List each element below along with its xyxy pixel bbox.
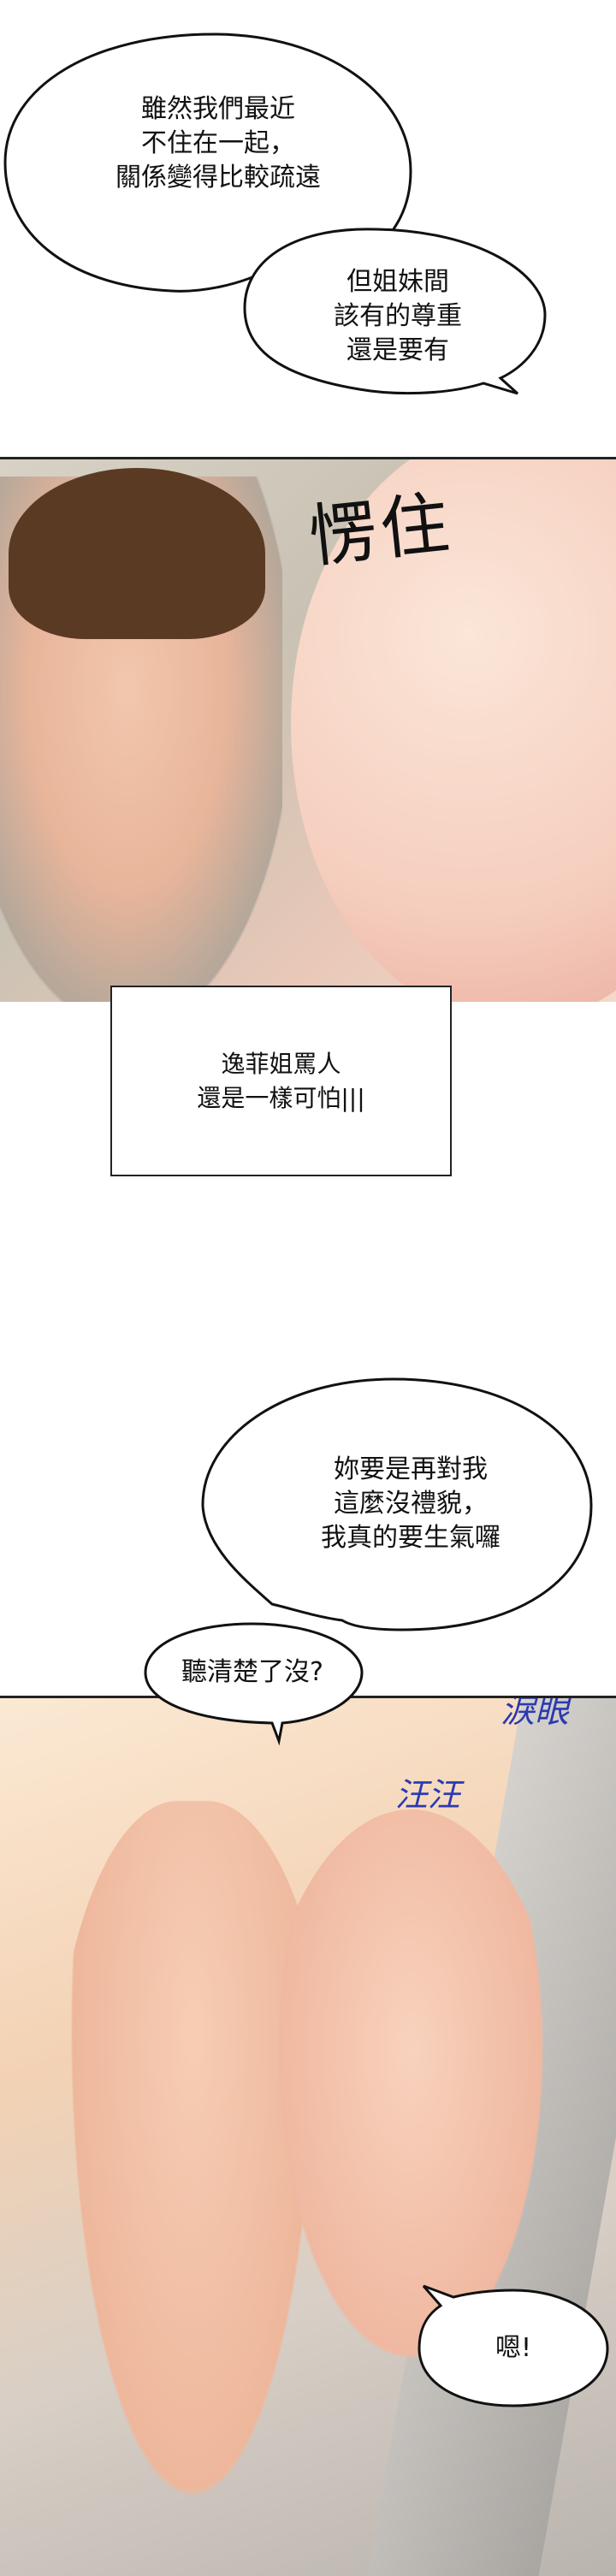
sound-effect-stunned: 愣住 — [305, 483, 457, 577]
speech-bubble-3-text: 妳要是再對我 這麼沒禮貌， 我真的要生氣囉 — [321, 1454, 500, 1553]
foreground-shape — [291, 459, 616, 1002]
speech-bubble-1-text: 雖然我們最近 不住在一起， 關係變得比較疏遠 — [116, 94, 321, 192]
comic-panel-1: 愣住 — [0, 457, 616, 1002]
speech-bubble-2 — [243, 228, 547, 395]
sound-effect-sobbing: 汪汪 — [395, 1776, 461, 1814]
character-hair — [9, 468, 265, 639]
character-figure-right — [257, 1809, 565, 2408]
speech-bubble-2-text: 但姐妹間 該有的尊重 還是要有 — [334, 267, 462, 365]
comic-panel-2: 淚眼 汪汪 — [0, 1696, 616, 2576]
speech-bubble-5-text: 嗯! — [495, 2333, 532, 2363]
sound-effect-teary-eyes: 淚眼 — [500, 1696, 569, 1731]
speech-bubble-4-text: 聽清楚了沒? — [181, 1657, 323, 1687]
narration-caption-text: 逸菲姐罵人 還是一樣可怕||| — [197, 1049, 365, 1112]
narration-caption-box: 逸菲姐罵人 還是一樣可怕||| — [110, 986, 452, 1176]
